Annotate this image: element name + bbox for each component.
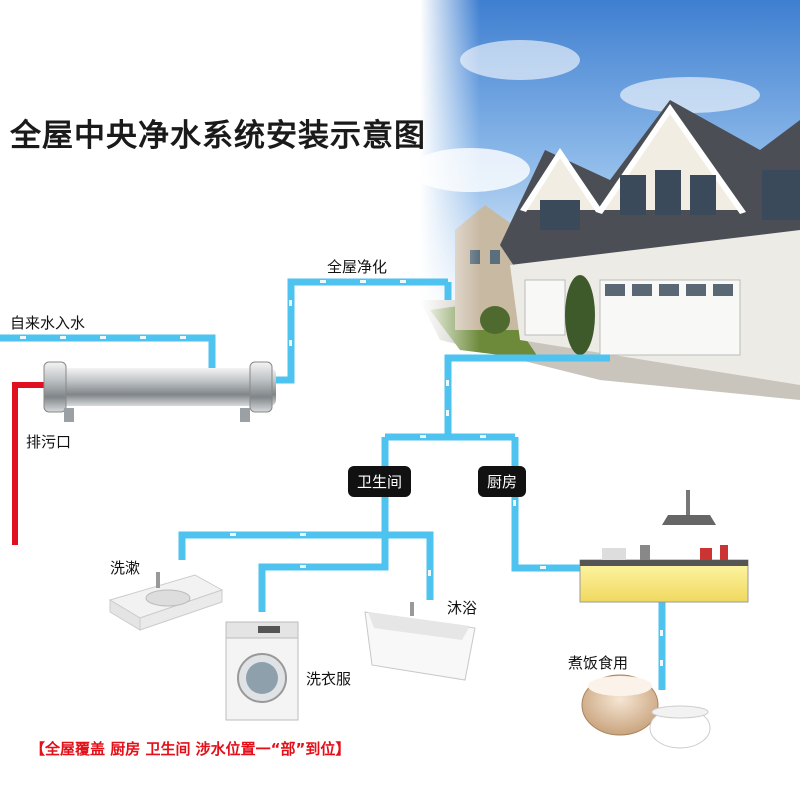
label-whole-house-purification: 全屋净化: [327, 256, 387, 277]
pipe-bath: [385, 535, 430, 600]
label-bathing: 沐浴: [447, 597, 477, 618]
pipe-inlet: [0, 338, 212, 368]
house-illustration: [410, 0, 800, 400]
washing-machine-illustration: [226, 622, 298, 720]
rice-cooker-illustration: [582, 675, 710, 748]
tag-bathroom: 卫生间: [348, 466, 411, 497]
tag-kitchen: 厨房: [478, 466, 526, 497]
label-tap-water-inlet: 自来水入水: [10, 312, 85, 333]
filter-unit: [44, 362, 276, 422]
kitchen-illustration: [580, 490, 748, 602]
footer-banner: 【全屋覆盖 厨房 卫生间 涉水位置一“部”到位】: [30, 738, 350, 759]
label-laundry: 洗衣服: [306, 668, 351, 689]
pipe-washbasin: [182, 535, 385, 560]
label-washbasin: 洗漱: [110, 557, 140, 578]
pipe-washer: [262, 535, 385, 612]
washbasin-illustration: [110, 572, 222, 630]
pipe-kitchen: [515, 437, 585, 568]
label-drain-outlet: 排污口: [26, 431, 71, 452]
label-cooking: 煮饭食用: [568, 652, 628, 673]
page-title: 全屋中央净水系统安装示意图: [10, 110, 426, 155]
